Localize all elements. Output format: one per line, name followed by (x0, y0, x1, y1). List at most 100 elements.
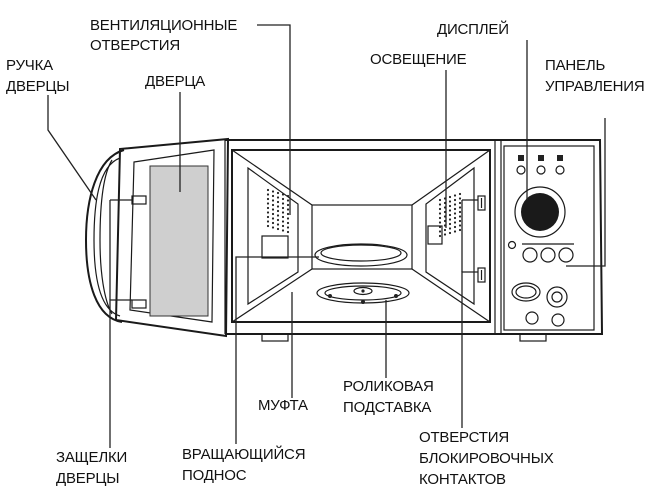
vent-hole (266, 202, 270, 205)
vent-hole (458, 192, 462, 196)
label-roller-ring-line2: ПОДСТАВКА (343, 399, 431, 416)
label-door-handle-line2: ДВЕРЦЫ (6, 78, 69, 95)
vent-hole (458, 201, 462, 205)
vent-hole (266, 206, 270, 210)
vent-hole (443, 228, 447, 232)
vent-hole (266, 193, 270, 196)
vent-hole (276, 214, 280, 217)
label-door-latches-line1: ЗАЩЕЛКИ (56, 449, 127, 466)
label-turntable-line1: ВРАЩАЮЩИЙСЯ (182, 445, 305, 463)
vent-hole (438, 212, 442, 215)
label-roller-ring-line1: РОЛИКОВАЯ (343, 378, 434, 395)
labels: ВЕНТИЛЯЦИОННЫЕ ОТВЕРСТИЯ ДИСПЛЕЙ РУЧКА Д… (6, 17, 645, 488)
vent-hole (266, 188, 270, 192)
start-stop-buttons (511, 282, 568, 327)
vent-hole (271, 194, 275, 198)
door-window (149, 165, 209, 317)
vent-hole (271, 190, 275, 193)
vent-hole (281, 220, 285, 223)
vent-hole (281, 224, 285, 228)
light-cover (427, 225, 443, 245)
vent-hole (276, 218, 280, 222)
label-interlock-line3: КОНТАКТОВ (419, 471, 506, 488)
vent-hole (453, 230, 457, 233)
vent-hole (281, 215, 285, 219)
vent-hole (276, 209, 280, 213)
vent-hole (458, 228, 462, 232)
label-interlock-line2: БЛОКИРОВОЧНЫХ (419, 450, 554, 467)
label-vents-line1: ВЕНТИЛЯЦИОННЫЕ (90, 17, 237, 34)
coupler (353, 286, 373, 296)
microwave-illustration (84, 137, 604, 342)
vent-hole (276, 227, 280, 231)
turntable-tray (314, 243, 408, 267)
vent-hole (286, 226, 290, 229)
vent-hole (266, 197, 270, 201)
vent-hole (448, 213, 452, 217)
vent-hole (438, 207, 442, 211)
vent-hole (281, 211, 285, 214)
open-door (84, 137, 230, 338)
label-turntable-line2: ПОДНОС (182, 467, 247, 484)
vent-hole (438, 216, 442, 220)
button-row (507, 240, 574, 263)
interlock-slots (477, 195, 486, 283)
label-coupler: МУФТА (258, 397, 308, 414)
vent-hole (281, 229, 285, 232)
vent-hole (438, 234, 442, 238)
vent-hole (448, 231, 452, 235)
display (514, 186, 566, 238)
vent-hole (453, 216, 457, 220)
vent-hole (281, 206, 285, 210)
vent-hole (271, 203, 275, 207)
vent-hole (286, 212, 290, 216)
vent-hole (453, 198, 457, 202)
vent-hole (453, 221, 457, 224)
vent-hole (458, 197, 462, 200)
vent-hole (448, 195, 452, 199)
vent-hole (458, 206, 462, 209)
label-interlock-line1: ОТВЕРСТИЯ (419, 429, 509, 446)
vent-hole (286, 221, 290, 225)
door-handle (84, 149, 125, 323)
vent-hole (438, 203, 442, 206)
vent-hole (271, 212, 275, 216)
vent-hole (453, 212, 457, 215)
leader-lines (47, 24, 606, 448)
vent-hole (266, 215, 270, 219)
vent-hole (453, 194, 457, 197)
vent-hole (438, 198, 442, 202)
vent-hole (271, 221, 275, 225)
vent-hole (448, 227, 452, 230)
vent-hole (266, 224, 270, 228)
vent-hole (266, 211, 270, 214)
vent-hole (438, 221, 442, 224)
vent-hole (448, 200, 452, 203)
vent-hole (286, 230, 290, 234)
vent-hole (458, 219, 462, 223)
vent-hole (271, 217, 275, 220)
door-latches (131, 195, 147, 309)
label-control-panel-line1: ПАНЕЛЬ (545, 57, 605, 74)
vent-hole (286, 208, 290, 211)
vent-hole (271, 226, 275, 229)
vent-hole (276, 191, 280, 195)
vent-hole (458, 210, 462, 214)
vent-hole (276, 205, 280, 208)
vent-hole (271, 208, 275, 211)
vent-holes-left (266, 188, 290, 234)
control-panel (503, 145, 595, 331)
oven-cavity (231, 149, 491, 323)
vent-hole (271, 199, 275, 202)
label-display: ДИСПЛЕЙ (437, 20, 509, 38)
label-door: ДВЕРЦА (145, 73, 205, 90)
vent-hole (443, 233, 447, 236)
vent-hole (286, 199, 290, 202)
label-door-handle-line1: РУЧКА (6, 57, 53, 74)
vent-hole (281, 202, 285, 205)
vent-hole (281, 197, 285, 201)
oven-body (224, 139, 604, 342)
label-light: ОСВЕЩЕНИЕ (370, 51, 467, 68)
label-door-latches-line2: ДВЕРЦЫ (56, 470, 119, 487)
